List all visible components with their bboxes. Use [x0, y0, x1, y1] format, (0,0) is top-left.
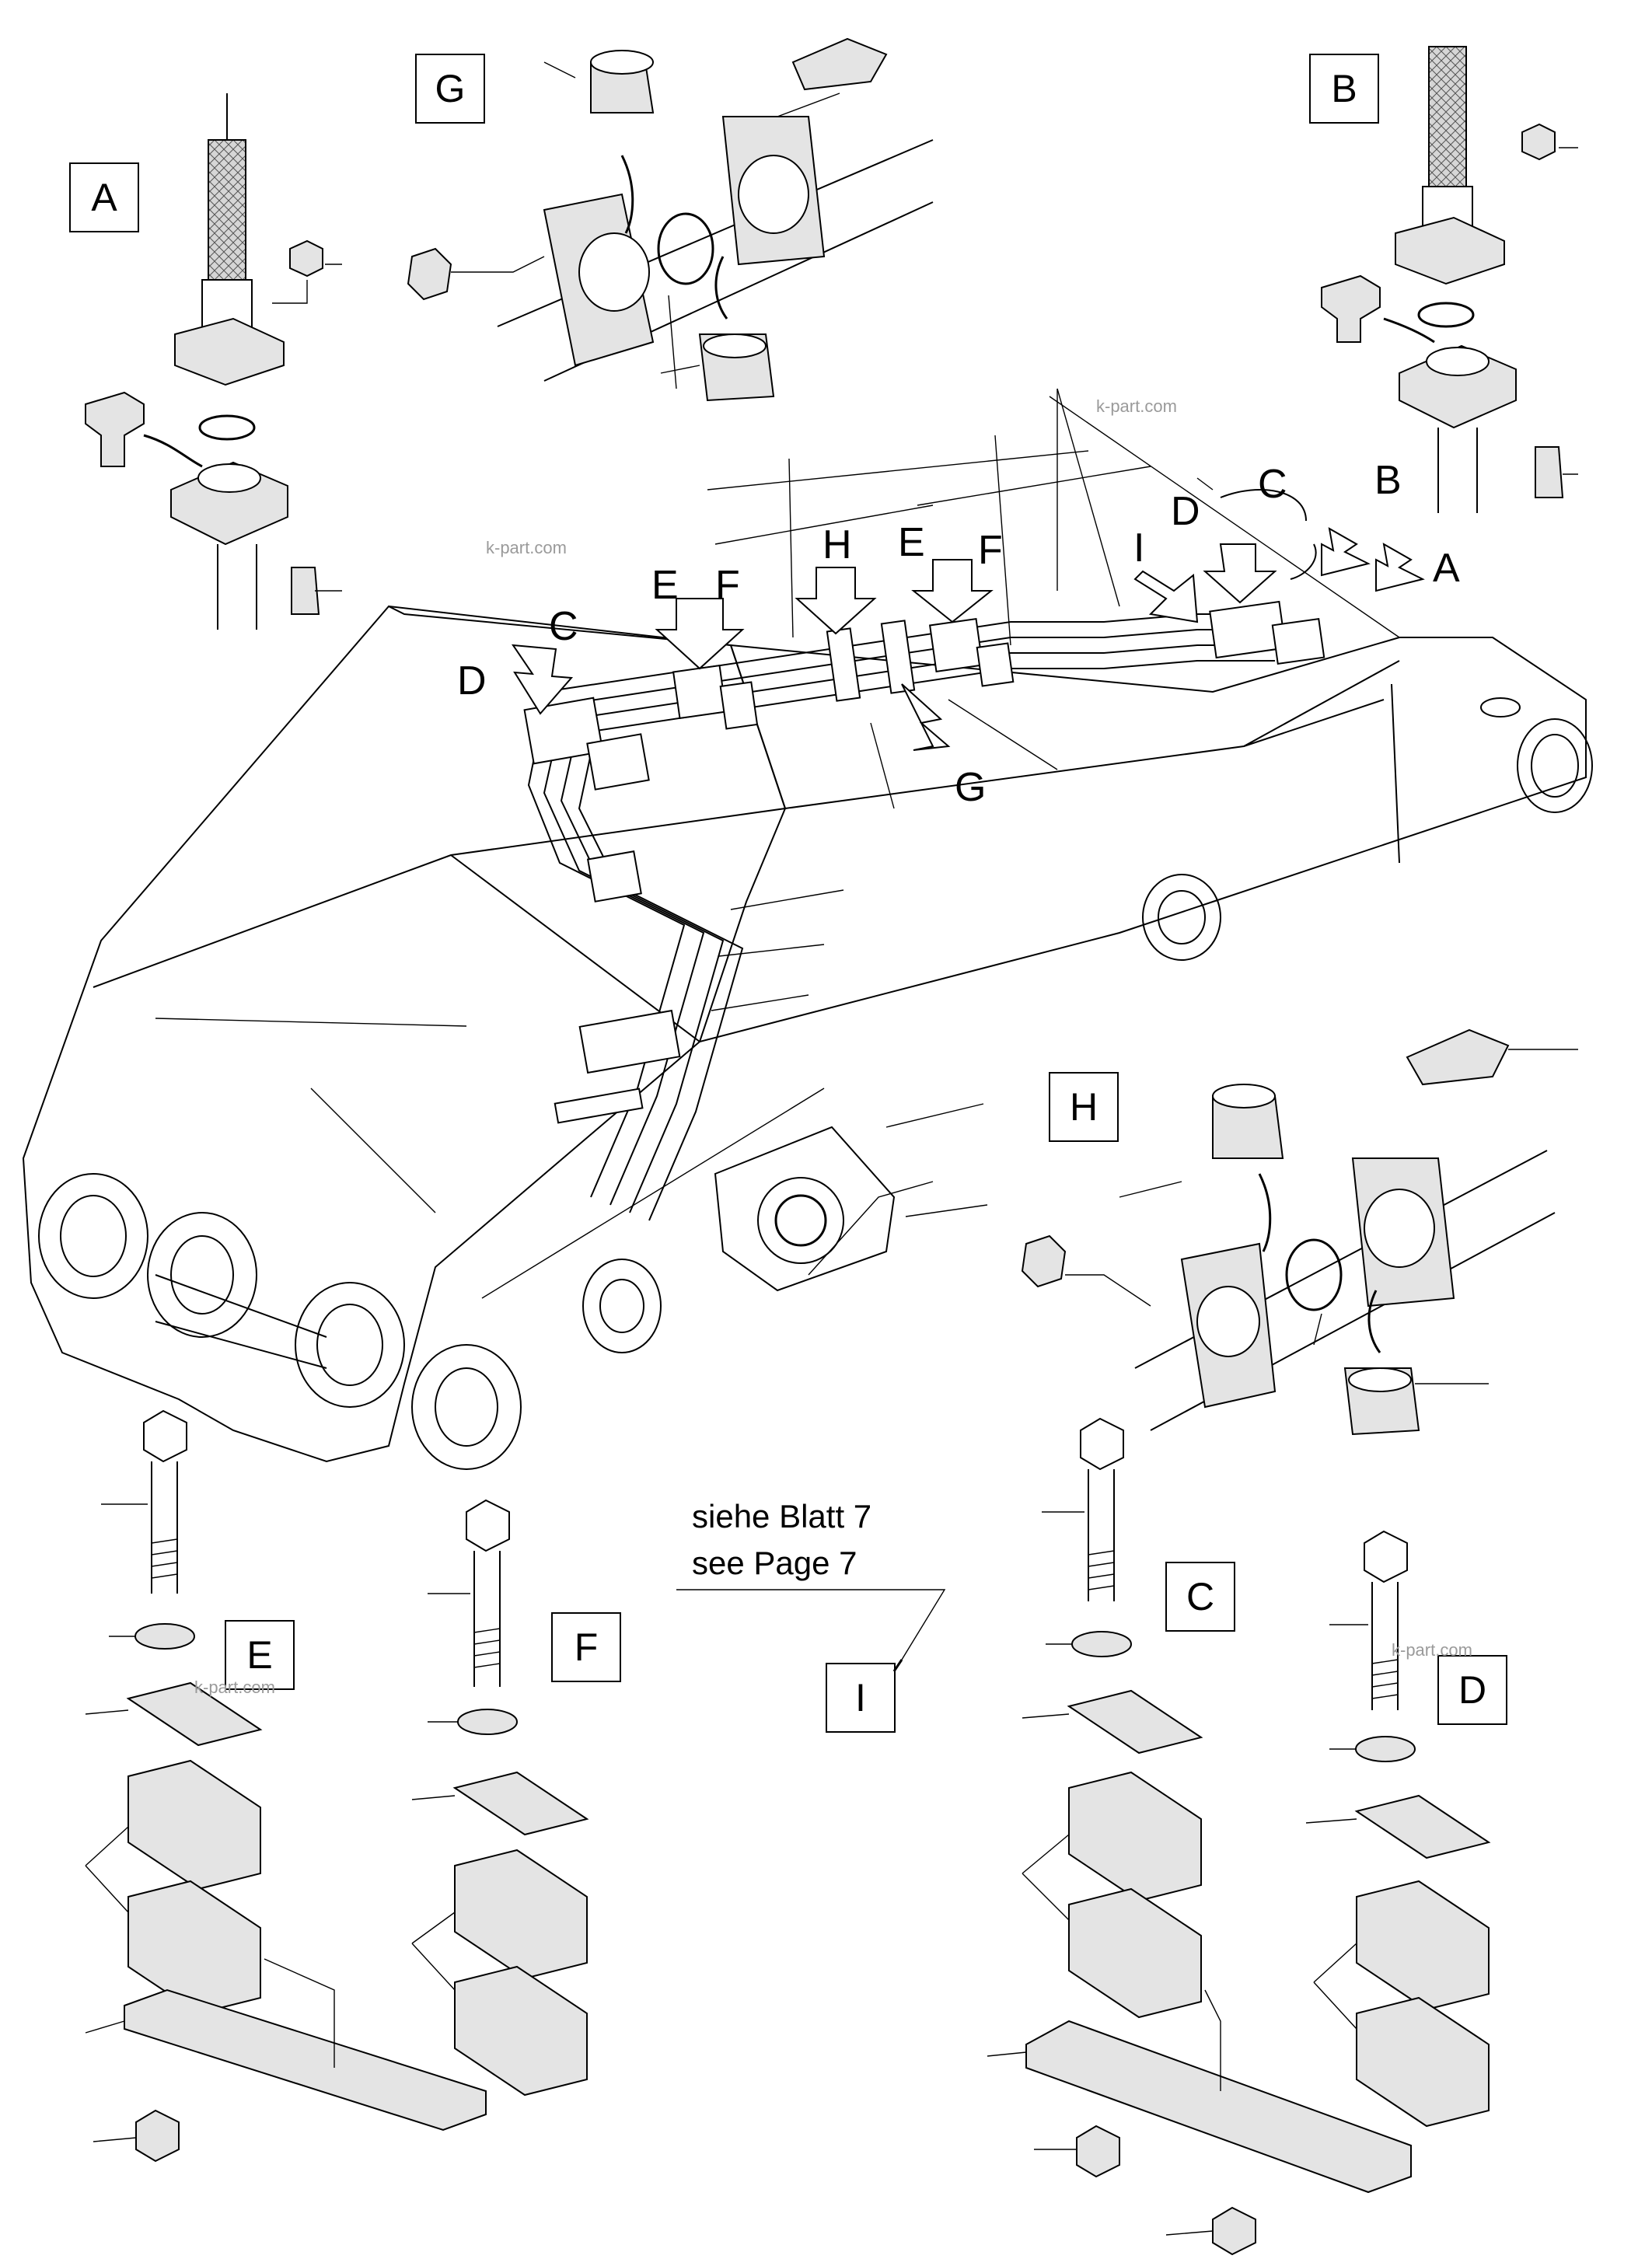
arrow-d-right — [1203, 543, 1277, 604]
arrow-e-f-right — [911, 559, 994, 623]
arrow-h — [795, 567, 877, 635]
detail-b-box — [1309, 54, 1379, 124]
note-line-english: see Page 7 — [692, 1545, 857, 1581]
detail-h: H — [1021, 1028, 1578, 1436]
callout-i-boom: I — [1133, 525, 1144, 571]
callout-h-boom: H — [823, 522, 852, 567]
detail-g: G — [407, 37, 934, 402]
detail-e-label: E — [246, 1633, 272, 1677]
callout-d-boom-left: D — [457, 658, 487, 704]
detail-f-box — [551, 1612, 621, 1682]
detail-c-box — [1165, 1562, 1235, 1632]
watermarks: k-part.com k-part.com k-part.com k-part.… — [194, 396, 1472, 1697]
callout-c-boom-left: C — [549, 604, 578, 649]
note-line-german: siehe Blatt 7 — [692, 1498, 871, 1535]
detail-a: A — [69, 93, 342, 630]
callout-f-boom-right: F — [978, 528, 1003, 573]
detail-g-label: G — [435, 67, 466, 110]
detail-i-box — [826, 1663, 896, 1733]
arrow-i — [1133, 570, 1199, 623]
detail-i-label: I — [855, 1676, 866, 1720]
arrow-c-d — [511, 644, 574, 715]
watermark-mid: k-part.com — [486, 538, 567, 557]
detail-g-box — [415, 54, 485, 124]
detail-b: B — [1309, 46, 1578, 513]
detail-c: C — [987, 1417, 1412, 2256]
boom-callout-labels: A B C D I F E H F E G C D — [457, 458, 1460, 810]
detail-h-box — [1049, 1072, 1119, 1142]
callout-b-boom: B — [1374, 458, 1402, 503]
watermark-d: k-part.com — [1392, 1640, 1472, 1660]
detail-h-label: H — [1070, 1085, 1098, 1129]
arrow-g — [901, 683, 951, 751]
detail-c-label: C — [1186, 1575, 1214, 1618]
callout-a-boom: A — [1433, 546, 1460, 591]
detail-f: F — [411, 1499, 621, 2097]
arrow-e-f-left — [655, 598, 745, 670]
boom-assembly — [22, 388, 1593, 1470]
detail-a-box — [69, 162, 139, 232]
callout-e-boom-right: E — [898, 520, 925, 565]
callout-c-boom-right: C — [1258, 462, 1287, 507]
watermark-e: k-part.com — [194, 1678, 275, 1697]
detail-d-box — [1437, 1655, 1507, 1725]
callout-e-boom-left: E — [651, 563, 679, 608]
detail-i-note: siehe Blatt 7 see Page 7 I — [676, 1498, 946, 1733]
detail-b-label: B — [1331, 67, 1357, 110]
callout-f-boom-left: F — [715, 563, 740, 608]
detail-e-box — [225, 1620, 295, 1690]
watermark-top: k-part.com — [1096, 396, 1177, 416]
arrow-b — [1321, 527, 1371, 577]
detail-e: E — [85, 1409, 487, 2163]
detail-d: D — [1305, 1530, 1507, 2128]
detail-a-label: A — [91, 176, 117, 219]
callout-g-boom: G — [955, 765, 986, 810]
detail-f-label: F — [575, 1625, 599, 1669]
callout-d-boom-right: D — [1171, 489, 1200, 534]
arrow-a — [1375, 543, 1425, 592]
detail-d-label: D — [1458, 1668, 1486, 1712]
